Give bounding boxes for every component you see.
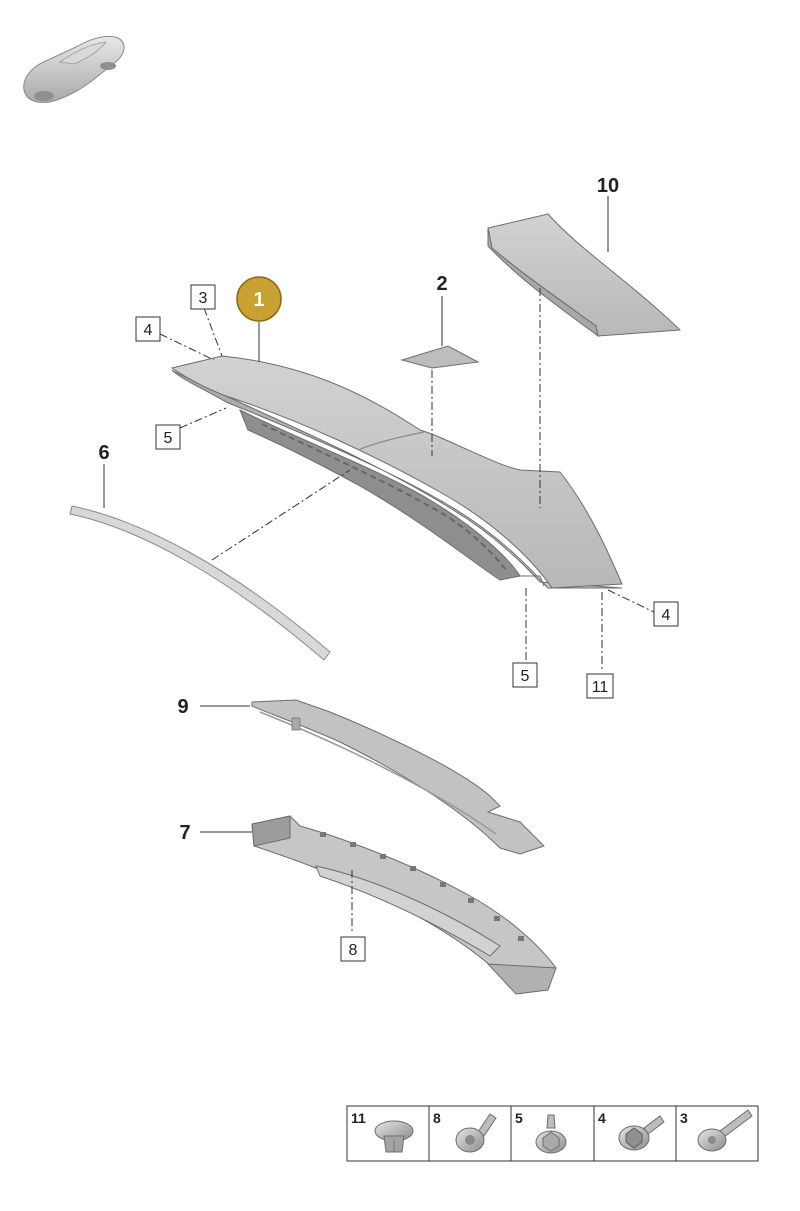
- svg-text:4: 4: [144, 322, 153, 339]
- svg-text:6: 6: [98, 442, 109, 464]
- svg-text:8: 8: [349, 942, 358, 959]
- rear-spoiler-part[interactable]: [170, 355, 623, 589]
- fastener-legend: 11 8 5 4: [346, 1105, 759, 1162]
- svg-text:9: 9: [177, 696, 188, 718]
- legend-cell-4[interactable]: 4: [598, 1110, 665, 1151]
- callout-box-8[interactable]: 8: [340, 936, 366, 962]
- long-bolt-icon: [697, 1109, 753, 1152]
- svg-text:3: 3: [199, 290, 208, 307]
- callout-6[interactable]: 6: [98, 442, 109, 464]
- callout-box-5-left[interactable]: 5: [155, 424, 181, 450]
- callout-box-5-right[interactable]: 5: [512, 662, 538, 688]
- callout-box-4-right[interactable]: 4: [653, 601, 679, 627]
- svg-text:4: 4: [598, 1110, 606, 1126]
- callout-2[interactable]: 2: [436, 273, 447, 295]
- callout-7[interactable]: 7: [179, 822, 190, 844]
- leader-lines: [103, 196, 609, 833]
- nut-icon: [535, 1114, 567, 1154]
- svg-text:1: 1: [253, 289, 264, 311]
- seal-strip-part[interactable]: [69, 505, 331, 661]
- adhesive-pad-part[interactable]: [400, 345, 480, 369]
- callout-box-11[interactable]: 11: [586, 673, 614, 699]
- callout-10[interactable]: 10: [597, 175, 619, 197]
- legend-cell-5[interactable]: 5: [515, 1110, 567, 1154]
- svg-text:2: 2: [436, 273, 447, 295]
- callout-box-4-left[interactable]: 4: [135, 316, 161, 342]
- svg-text:11: 11: [592, 679, 609, 696]
- carrier-frame-part[interactable]: [251, 815, 557, 995]
- svg-text:5: 5: [164, 430, 173, 447]
- screw-icon: [455, 1113, 497, 1153]
- spoiler-bracket-part[interactable]: [251, 699, 545, 855]
- spoiler-cover-part[interactable]: [487, 213, 682, 338]
- legend-cell-11[interactable]: 11: [351, 1110, 414, 1153]
- hex-bolt-icon: [618, 1115, 665, 1151]
- assembly-lines: [159, 288, 655, 934]
- car-model-thumbnail: [23, 35, 125, 103]
- svg-text:8: 8: [433, 1110, 441, 1126]
- svg-text:4: 4: [662, 607, 671, 624]
- clip-icon: [374, 1120, 414, 1153]
- svg-text:10: 10: [597, 175, 619, 197]
- legend-cell-8[interactable]: 8: [433, 1110, 497, 1153]
- svg-text:7: 7: [179, 822, 190, 844]
- svg-text:5: 5: [515, 1110, 523, 1126]
- callout-9[interactable]: 9: [177, 696, 188, 718]
- callout-box-3[interactable]: 3: [190, 284, 216, 310]
- svg-text:3: 3: [680, 1110, 688, 1126]
- svg-text:5: 5: [521, 668, 530, 685]
- svg-text:11: 11: [351, 1110, 366, 1126]
- legend-cell-3[interactable]: 3: [680, 1109, 753, 1152]
- callout-1[interactable]: 1: [236, 276, 282, 322]
